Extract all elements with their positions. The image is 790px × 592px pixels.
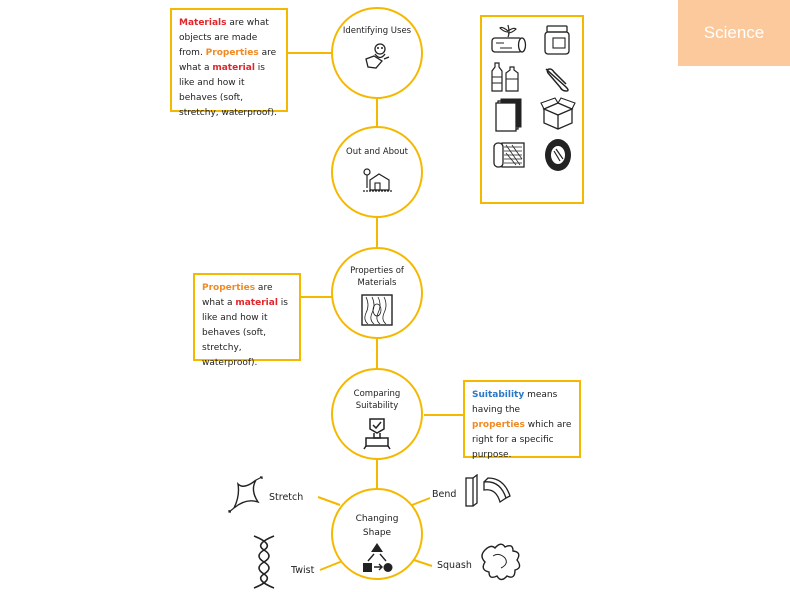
paperclip-icon (545, 68, 569, 92)
node-title: Changing Shape (355, 514, 399, 538)
keyword-properties: Properties (202, 283, 256, 293)
keyword-material: material (235, 298, 278, 308)
node-title: Identifying Uses (342, 26, 412, 36)
node-title: Out and About (346, 147, 408, 157)
box-text: is like and how it behaves (soft, stretc… (202, 298, 288, 368)
keyword-properties: properties (472, 420, 525, 430)
bottles-icon (491, 62, 519, 92)
node-out-and-about: Out and About (331, 126, 423, 218)
box-text: are what a (202, 283, 273, 308)
node-title: Properties of Materials (350, 266, 404, 288)
subject-badge: Science (678, 0, 790, 66)
label-squash: Squash (437, 560, 472, 571)
label-twist: Twist (291, 565, 315, 576)
keyword-material: material (212, 63, 255, 73)
subject-badge-label: Science (703, 23, 765, 42)
node-identifying-uses: Identifying Uses (331, 7, 423, 99)
twist-icon (253, 535, 275, 589)
keyword-suitability: Suitability (472, 390, 525, 400)
box-text: means having the (472, 390, 558, 415)
box-icon (540, 97, 576, 130)
connector-box3 (424, 414, 464, 416)
definition-box-suitability: Suitability means having the properties … (463, 380, 581, 460)
materials-icon-panel (480, 15, 584, 204)
label-stretch: Stretch (269, 492, 304, 503)
house-icon (363, 168, 392, 192)
definition-box-materials: Materials are what objects are made from… (170, 8, 288, 118)
label-bend: Bend (432, 489, 457, 500)
connector-box1 (287, 52, 332, 54)
wood-texture-icon (361, 294, 393, 326)
keyword-materials: Materials (179, 18, 227, 28)
stretch-icon (228, 476, 263, 513)
keyword-properties: Properties (205, 48, 259, 58)
character-icon (365, 43, 390, 69)
box-text: which are right for a specific purpose. (472, 420, 572, 460)
log-icon (491, 24, 527, 53)
box-text: are what a (179, 48, 277, 73)
node-comparing-suitability: Comparing Suitability (331, 368, 423, 460)
node-properties-of-materials: Properties of Materials (331, 247, 423, 339)
shapes-icon (363, 543, 393, 572)
paper-icon (495, 98, 522, 132)
jar-icon (544, 25, 570, 55)
podium-check-icon (363, 418, 391, 450)
definition-box-properties: Properties are what a material is like a… (193, 273, 301, 368)
fabric-icon (493, 142, 525, 168)
box-text: are what objects are made from. (179, 18, 269, 58)
box-text: is like and how it behaves (soft, stretc… (179, 63, 277, 118)
node-title: Comparing Suitability (353, 389, 401, 411)
bend-icon (465, 474, 511, 507)
node-changing-shape: Changing Shape (331, 488, 423, 580)
squash-icon (481, 543, 521, 581)
tyre-icon (545, 139, 571, 171)
connector-box2 (300, 296, 332, 298)
